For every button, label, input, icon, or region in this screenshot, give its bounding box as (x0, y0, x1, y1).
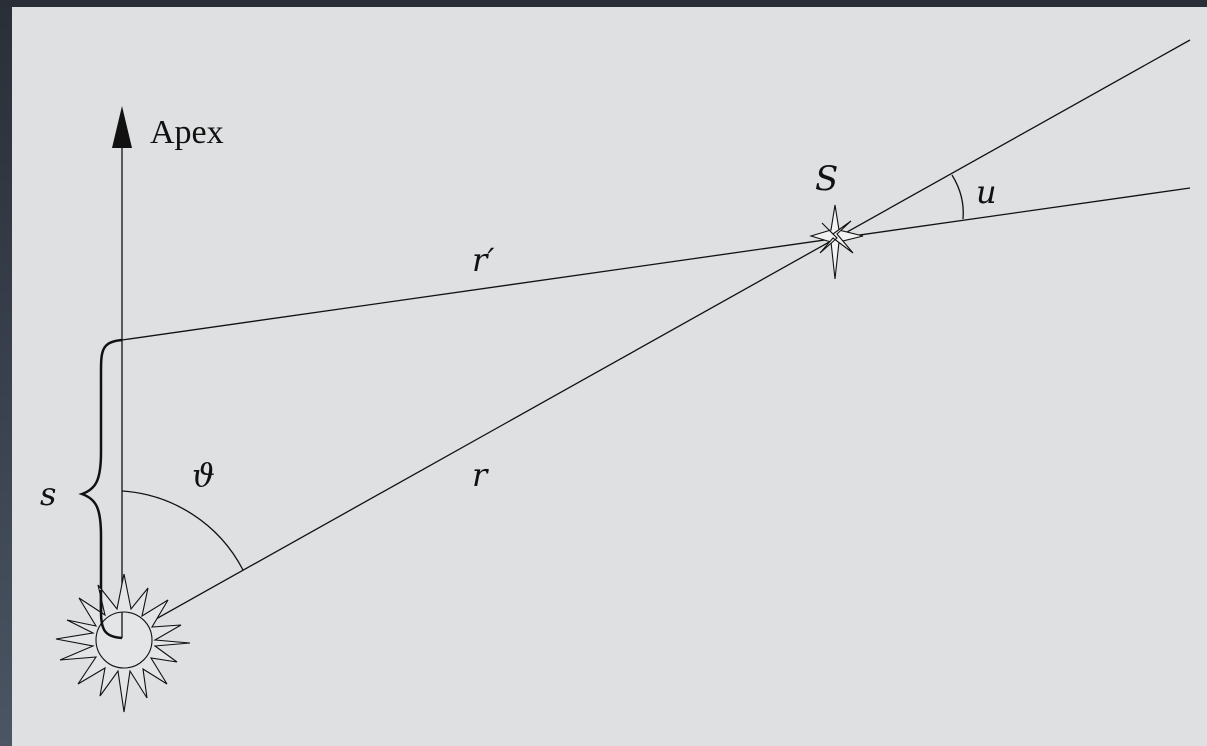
r-label: r (472, 456, 489, 494)
s-brace-base (99, 590, 123, 640)
u-arc (951, 174, 964, 220)
diagram-canvas (12, 7, 1207, 746)
star-icon (809, 204, 864, 280)
arrowhead-icon (112, 106, 132, 148)
line-r-prime (121, 187, 1191, 341)
apex-label: Apex (150, 114, 224, 151)
angle-u-label: u (976, 173, 997, 211)
theta-arc (121, 490, 244, 571)
theta-label: ϑ (192, 456, 215, 494)
star-label: S (815, 159, 838, 199)
s-label: s (40, 475, 56, 513)
r-prime-label: r′ (472, 241, 495, 279)
sun-icon (55, 573, 191, 713)
line-r (121, 39, 1191, 639)
